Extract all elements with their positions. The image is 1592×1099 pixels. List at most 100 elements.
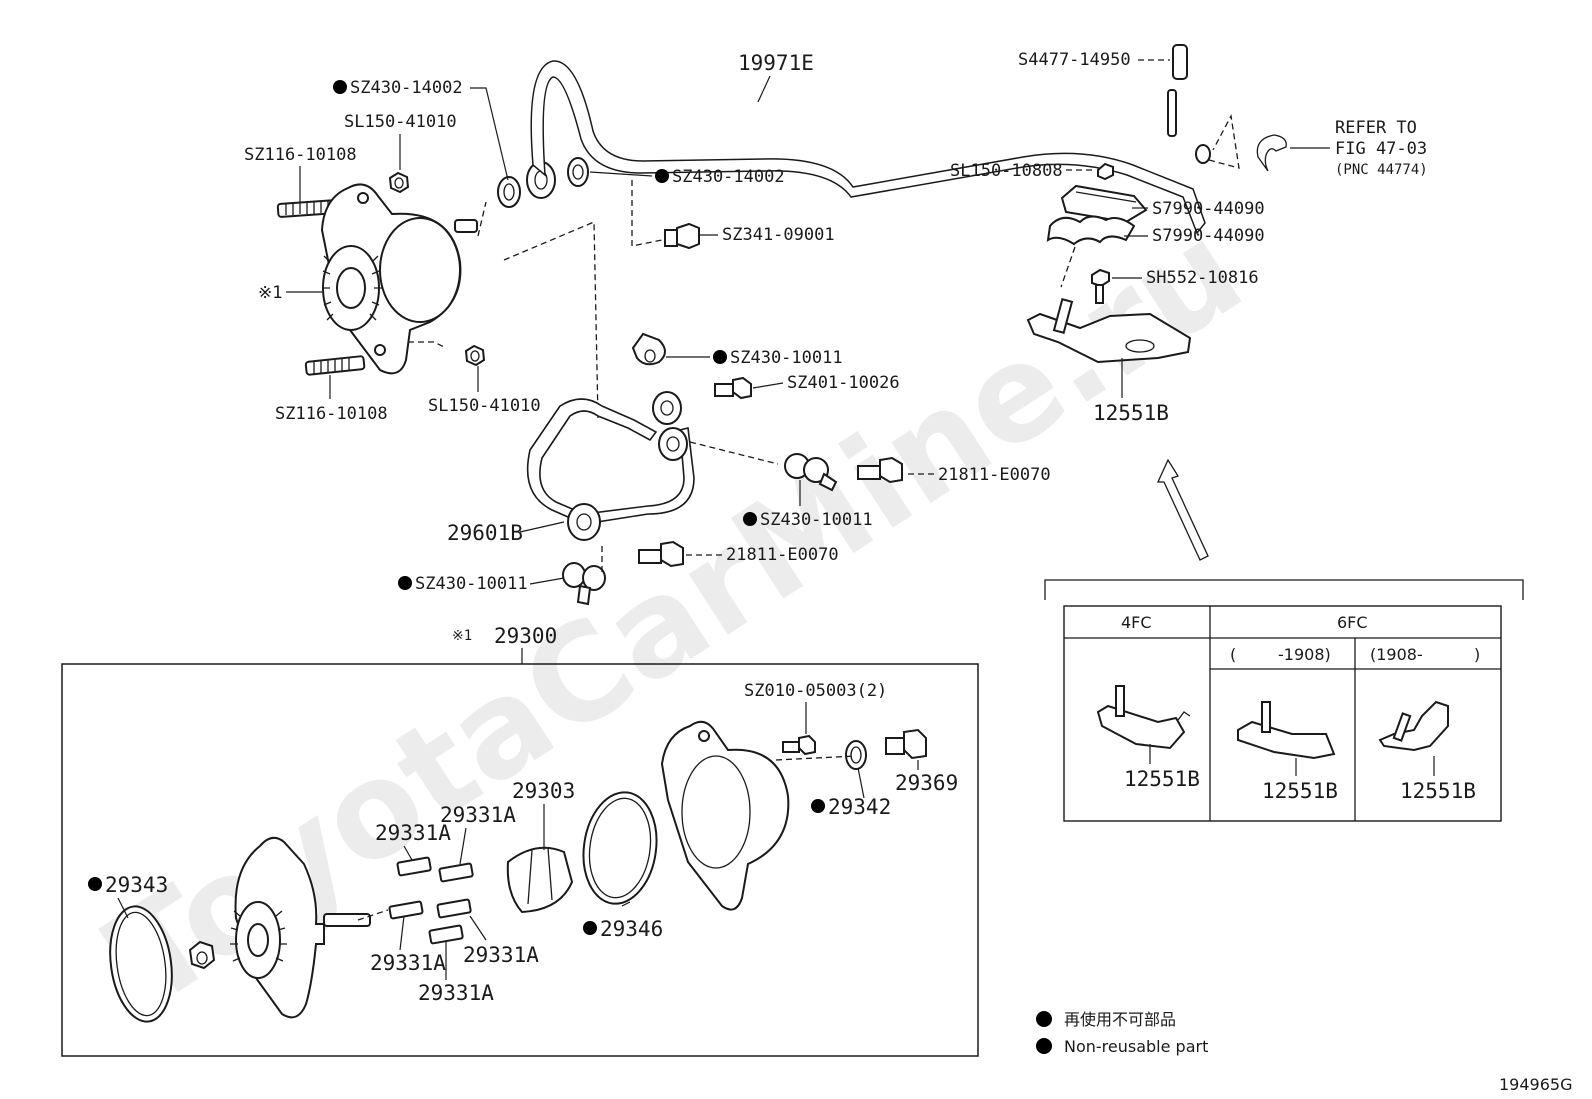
label-sh552-10816: SH552-10816: [1146, 268, 1259, 288]
table-header-6fc: 6FC: [1337, 613, 1368, 632]
label-29331a-1: 29331A: [375, 821, 451, 845]
nonreusable-dot-sz430-10011-c: [398, 576, 412, 590]
bolt-21811-e0070-right: [857, 456, 903, 484]
bolt-sh552-10816: [1091, 268, 1110, 304]
label-29331a-5: 29331A: [418, 981, 494, 1005]
bolt-sz341-09001: [664, 222, 700, 250]
label-sz430-10011-b: SZ430-10011: [760, 510, 873, 530]
label-s7990-44090-a: S7990-44090: [1152, 199, 1265, 219]
o-ring-29343: [109, 905, 173, 1023]
refer-line-3: (PNC 44774): [1335, 162, 1428, 178]
nonreusable-dot-sz430-14002-a: [333, 80, 347, 94]
nonreusable-dot-29343: [88, 877, 102, 891]
pump-rotor-housing: [379, 217, 461, 323]
table-sub-after: (1908-: [1370, 645, 1423, 664]
nonreusable-dot-29342: [811, 799, 825, 813]
o-ring-29346: [582, 791, 658, 905]
nonreusable-dot-sz430-14002-b: [655, 169, 669, 183]
table-sub-before: -1908): [1278, 645, 1331, 664]
label-19971e: 19971E: [738, 51, 814, 75]
label-sl150-10808: SL150-10808: [950, 161, 1063, 181]
table-cell-6fc-after: 12551B: [1400, 779, 1476, 803]
refer-line-1: REFER TO: [1335, 118, 1417, 138]
reference-arrow: [1156, 458, 1209, 561]
clamp-s7990-44090-lower: [1046, 215, 1136, 246]
label-21811-e0070-a: 21811-E0070: [938, 465, 1051, 485]
label-29342: 29342: [828, 795, 891, 819]
label-29331a-2: 29331A: [440, 803, 516, 827]
label-sz430-10011-a: SZ430-10011: [730, 348, 843, 368]
kit-29300-box: [61, 663, 979, 1057]
table-sub-close: ): [1474, 645, 1480, 664]
clip-sl150-10808: [1097, 162, 1114, 181]
bolt-sz401-10026: [714, 376, 752, 400]
vacuum-hose-19971e: [530, 60, 1206, 235]
banjo-fitting-upper: [652, 391, 688, 461]
gasket-sz430-10011-bottom: [562, 562, 606, 606]
label-sl150-41010-b: SL150-41010: [428, 396, 541, 416]
nonreusable-dot-29346: [583, 921, 597, 935]
table-sub-open: (: [1230, 645, 1236, 664]
label-12551b: 12551B: [1093, 401, 1169, 425]
clamp-s7990-44090-upper: [1060, 184, 1148, 224]
nonreusable-dot-sz430-10011-b: [743, 512, 757, 526]
table-cell-4fc: 12551B: [1124, 767, 1200, 791]
bracket-12551b: [1026, 298, 1192, 364]
legend-english: Non-reusable part: [1064, 1037, 1208, 1056]
bolt-21811-e0070-left: [638, 540, 684, 568]
label-sz116-10108-b: SZ116-10108: [275, 404, 388, 424]
table-cell-6fc-before: 12551B: [1262, 779, 1338, 803]
label-sl150-41010-a: SL150-41010: [344, 112, 457, 132]
bracket-variant-6fc-before: [1237, 701, 1336, 760]
vacuum-pump-assembly: [276, 171, 487, 376]
vanes-29331a: [388, 856, 474, 945]
label-29300: 29300: [494, 624, 557, 648]
label-sz401-10026: SZ401-10026: [787, 373, 900, 393]
plug-29369: [885, 728, 927, 760]
label-s4477-14950: S4477-14950: [1018, 50, 1131, 70]
label-sz430-14002-a: SZ430-14002: [350, 78, 463, 98]
gasket-sz430-10011-top: [631, 332, 666, 366]
pin-s4477-14950: [1167, 44, 1188, 137]
nonreusable-dot-sz430-10011-a: [713, 350, 727, 364]
screw-sz010-05003: [782, 734, 816, 756]
kit-nut: [188, 940, 216, 970]
washer-sz430-14002-right: [567, 157, 589, 187]
gasket-29342: [845, 740, 867, 770]
legend-dot-english: [1036, 1038, 1052, 1054]
label-29369: 29369: [895, 771, 958, 795]
stud-lower: [304, 355, 366, 376]
label-29601b: 29601B: [447, 521, 523, 545]
drawing-number: 194965G: [1499, 1075, 1572, 1094]
label-29331a-4: 29331A: [463, 943, 539, 967]
rotor-29303: [506, 846, 574, 914]
label-29303: 29303: [512, 779, 575, 803]
nut-sl150-41010-lower: [464, 344, 486, 367]
variant-table: [1063, 605, 1502, 822]
label-29331a-3: 29331A: [370, 951, 446, 975]
label-21811-e0070-b: 21811-E0070: [726, 545, 839, 565]
label-sz430-14002-b: SZ430-14002: [672, 167, 785, 187]
label-sz116-10108-a: SZ116-10108: [244, 145, 357, 165]
legend-dot-japanese: [1036, 1011, 1052, 1027]
washer-sz430-14002-left: [497, 176, 521, 208]
refer-line-2: FIG 47-03: [1335, 139, 1427, 159]
bracket-variant-4fc: [1096, 685, 1191, 750]
tube-29601b: [526, 398, 695, 525]
refer-hose-stub: [1256, 134, 1287, 172]
label-sz430-10011-c: SZ430-10011: [415, 574, 528, 594]
kit-pump-cover: [660, 720, 790, 911]
label-29346: 29346: [600, 917, 663, 941]
banjo-fitting-lower: [567, 503, 601, 541]
gasket-sz430-10011-middle: [784, 453, 838, 492]
label-s7990-44090-b: S7990-44090: [1152, 226, 1265, 246]
kit-ref-mark: ※1: [452, 628, 472, 644]
label-sz010-05003: SZ010-05003(2): [744, 681, 887, 701]
nut-sl150-41010-upper: [388, 171, 410, 194]
label-ref1-mark: ※1: [258, 283, 282, 303]
legend-japanese: 再使用不可部品: [1064, 1010, 1176, 1029]
label-sz341-09001: SZ341-09001: [722, 225, 835, 245]
bracket-variant-6fc-after: [1378, 700, 1449, 752]
label-29343: 29343: [105, 873, 168, 897]
